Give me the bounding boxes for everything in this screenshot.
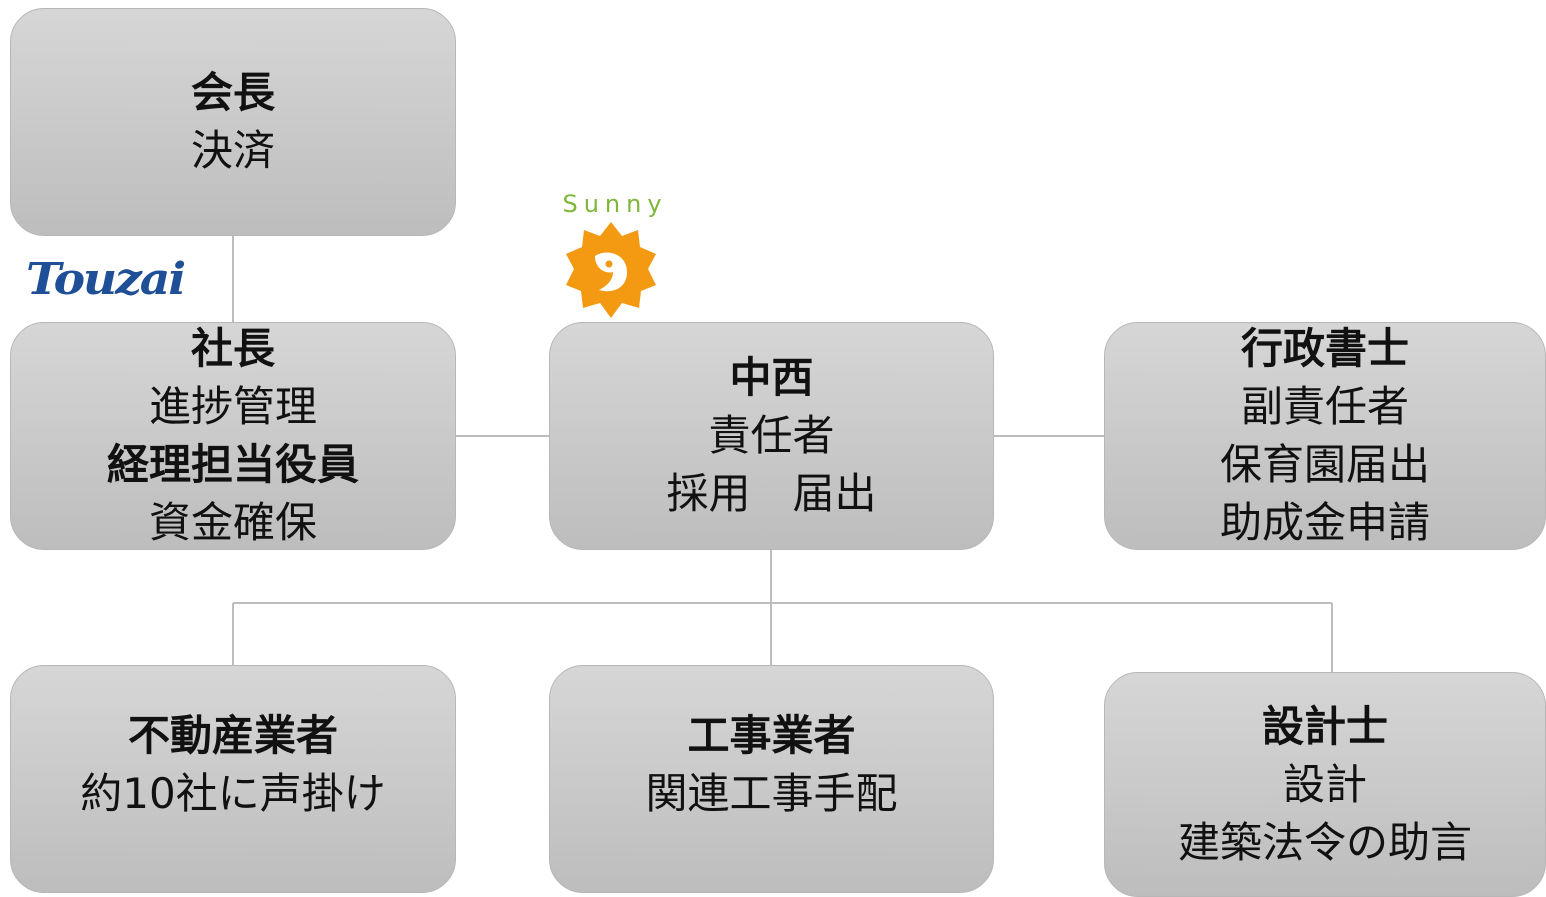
scrivener-box: 行政書士 副責任者 保育園届出 助成金申請 (1104, 322, 1546, 550)
president-duty-progress: 進捗管理 (148, 382, 317, 431)
sun-icon (566, 222, 656, 318)
architect-box: 設計士 設計 建築法令の助言 (1104, 672, 1546, 897)
contractor-duty: 関連工事手配 (645, 769, 898, 818)
contractor-box: 工事業者 関連工事手配 (549, 665, 994, 893)
architect-title: 設計士 (1261, 701, 1388, 751)
realestate-box: 不動産業者 約10社に声掛け (10, 665, 456, 893)
chairman-duty: 決済 (190, 126, 275, 175)
touzai-logo-text: Touzai (26, 254, 184, 304)
sunny-logo-text: Sunny (562, 190, 667, 218)
architect-duty-law: 建築法令の助言 (1177, 817, 1472, 867)
realestate-duty: 約10社に声掛け (80, 769, 386, 818)
nakanishi-duty-hiring: 採用 届出 (666, 469, 877, 518)
scrivener-title: 行政書士 (1240, 324, 1409, 373)
scrivener-duty-subsidy: 助成金申請 (1219, 498, 1430, 547)
scrivener-duty-deputy: 副責任者 (1240, 382, 1409, 431)
nakanishi-box: 中西 責任者 採用 届出 (549, 322, 994, 550)
president-title: 社長 (190, 324, 275, 373)
president-box: 社長 進捗管理 経理担当役員 資金確保 (10, 322, 456, 550)
architect-duty-design: 設計 (1282, 759, 1367, 809)
nakanishi-title: 中西 (729, 353, 814, 402)
chairman-box: 会長 決済 (10, 8, 456, 236)
touzai-logo: Touzai (26, 254, 186, 304)
scrivener-duty-nursery: 保育園届出 (1219, 440, 1430, 489)
realestate-title: 不動産業者 (127, 711, 338, 760)
chairman-title: 会長 (190, 68, 275, 117)
contractor-title: 工事業者 (687, 711, 856, 760)
sunny-logo: Sunny (562, 190, 667, 318)
nakanishi-duty-responsible: 責任者 (708, 411, 835, 460)
president-title-accounting: 経理担当役員 (106, 440, 359, 489)
president-duty-funding: 資金確保 (148, 498, 317, 547)
